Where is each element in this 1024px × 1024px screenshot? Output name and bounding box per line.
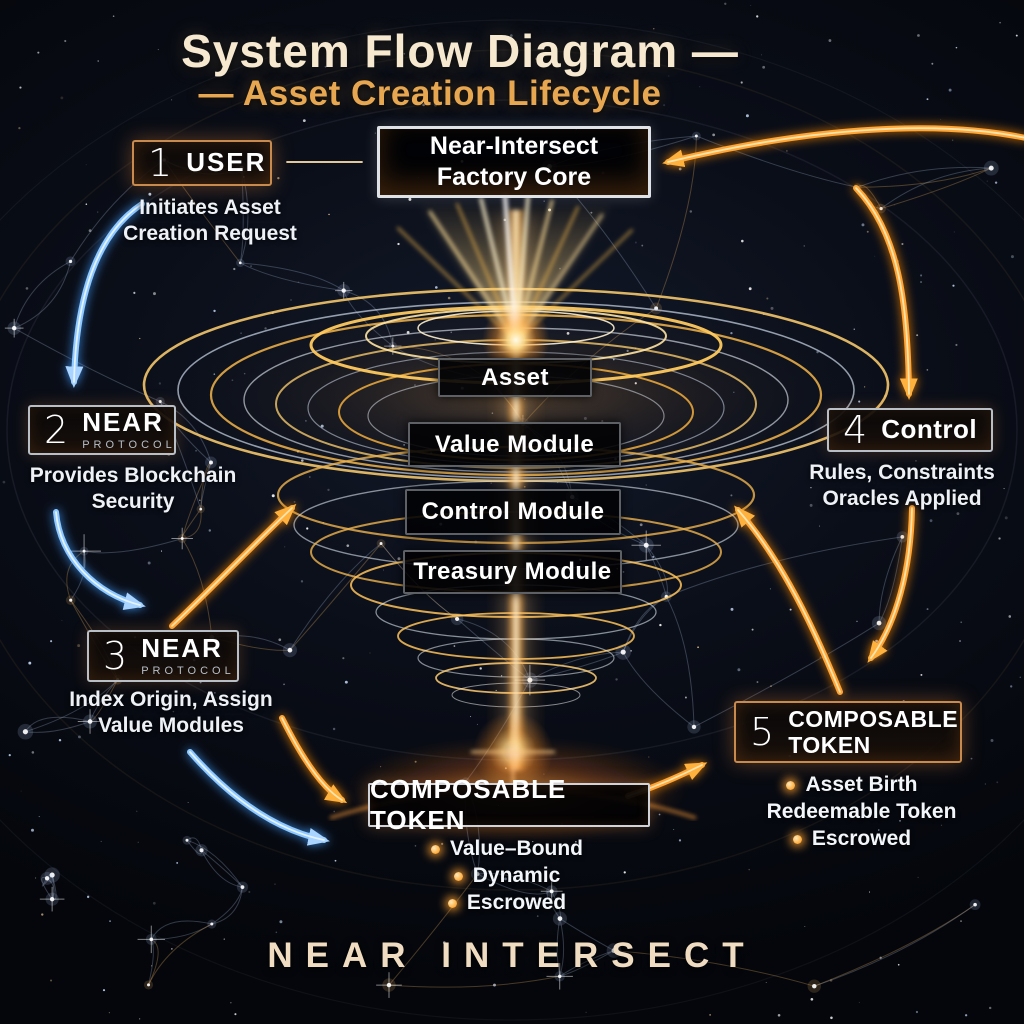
step-3-description: Index Origin, Assign Value Modules: [69, 688, 273, 738]
step-4-description: Rules, Constraints Oracles Applied: [809, 461, 995, 511]
module-box-treasury: Treasury Module: [403, 550, 622, 594]
arrow-core-highlight: [55, 511, 141, 606]
step-4-box: 4 Control: [827, 408, 993, 452]
arrow-core-highlight: [870, 507, 913, 659]
bullet-dot-icon: [786, 780, 796, 790]
step-5-bullet-text: Escrowed: [811, 827, 912, 850]
arrow-core-highlight: [73, 203, 143, 383]
step-1-description: Initiates Asset Creation Request: [123, 196, 297, 246]
step-2-number: 2: [44, 408, 69, 452]
module-box-asset: Asset: [438, 358, 592, 397]
step-5-bullet-item: Escrowed: [742, 827, 962, 850]
arrow-core-highlight: [737, 509, 841, 693]
step-1-box: 1 USER: [132, 140, 272, 186]
step-5-bullet-text: Asset Birth: [805, 773, 918, 796]
arrow-near-2-to-near-3: [53, 509, 146, 610]
bullet-dot-icon: [792, 834, 802, 844]
step-4-label: Control: [881, 414, 978, 445]
token-bullet-item: Value–Bound: [397, 837, 617, 860]
step-5-number: 5: [750, 710, 775, 754]
bullet-dot-icon: [430, 844, 440, 854]
arrow-near-3-to-token: [187, 749, 330, 846]
diagram-title: System Flow Diagram —: [181, 25, 739, 77]
token-bullet-text: Value–Bound: [449, 837, 584, 860]
footer-brand: NEAR INTERSECT: [267, 936, 757, 975]
arrow-core-highlight: [189, 751, 325, 841]
step-3-box: 3 NEAR PROTOCOL: [87, 630, 239, 682]
arrow-core-highlight: [855, 187, 910, 395]
module-box-control: Control Module: [405, 489, 621, 535]
arrow-core-highlight: [171, 507, 293, 627]
factory-core-box: Near-Intersect Factory Core: [377, 126, 651, 198]
arrow-right-edge-to-factory-core: [662, 125, 1024, 168]
bullet-dot-icon: [447, 898, 457, 908]
step-5-bullet-text: Redeemable Token: [766, 800, 957, 823]
step-3-number: 3: [103, 634, 128, 678]
step-4-number: 4: [843, 408, 868, 452]
step-1-label: USER: [186, 147, 267, 178]
arrow-control-to-step-5: [867, 505, 915, 663]
token-bullet-text: Escrowed: [466, 891, 567, 914]
arrow-core-highlight: [281, 717, 343, 801]
arrow-step-5-to-funnel: [734, 505, 843, 695]
step-3-label: NEAR: [141, 633, 223, 664]
step-5-bullet-item: Redeemable Token: [742, 800, 962, 823]
step-5-bullet-list: Asset Birth Redeemable Token Escrowed: [742, 773, 962, 850]
step-2-box: 2 NEAR PROTOCOL: [28, 405, 176, 455]
token-bullet-item: Dynamic: [397, 864, 617, 887]
arrow-core-highlight: [667, 127, 1024, 163]
step-2-sublabel: PROTOCOL: [82, 438, 176, 451]
token-bullet-text: Dynamic: [472, 864, 561, 887]
step-2-description: Provides Blockchain Security: [29, 464, 237, 514]
factory-core-label: Near-Intersect Factory Core: [429, 131, 599, 191]
step-5-box: 5 COMPOSABLE TOKEN: [734, 701, 962, 763]
diagram-subtitle: — Asset Creation Lifecycle: [198, 74, 662, 113]
token-bullet-item: Escrowed: [397, 891, 617, 914]
step-1-number: 1: [148, 141, 173, 185]
bullet-dot-icon: [453, 871, 463, 881]
flow-arrows: [53, 125, 1024, 846]
step-3-sublabel: PROTOCOL: [141, 664, 235, 677]
composable-token-box: COMPOSABLE TOKEN: [368, 774, 650, 835]
step-5-bullet-item: Asset Birth: [742, 773, 962, 796]
step-2-label: NEAR: [82, 407, 164, 438]
module-box-value: Value Module: [408, 422, 621, 467]
composable-token-bullet-list: Value–Bound Dynamic Escrowed: [397, 837, 617, 914]
step-5-label: COMPOSABLE TOKEN: [788, 705, 959, 758]
